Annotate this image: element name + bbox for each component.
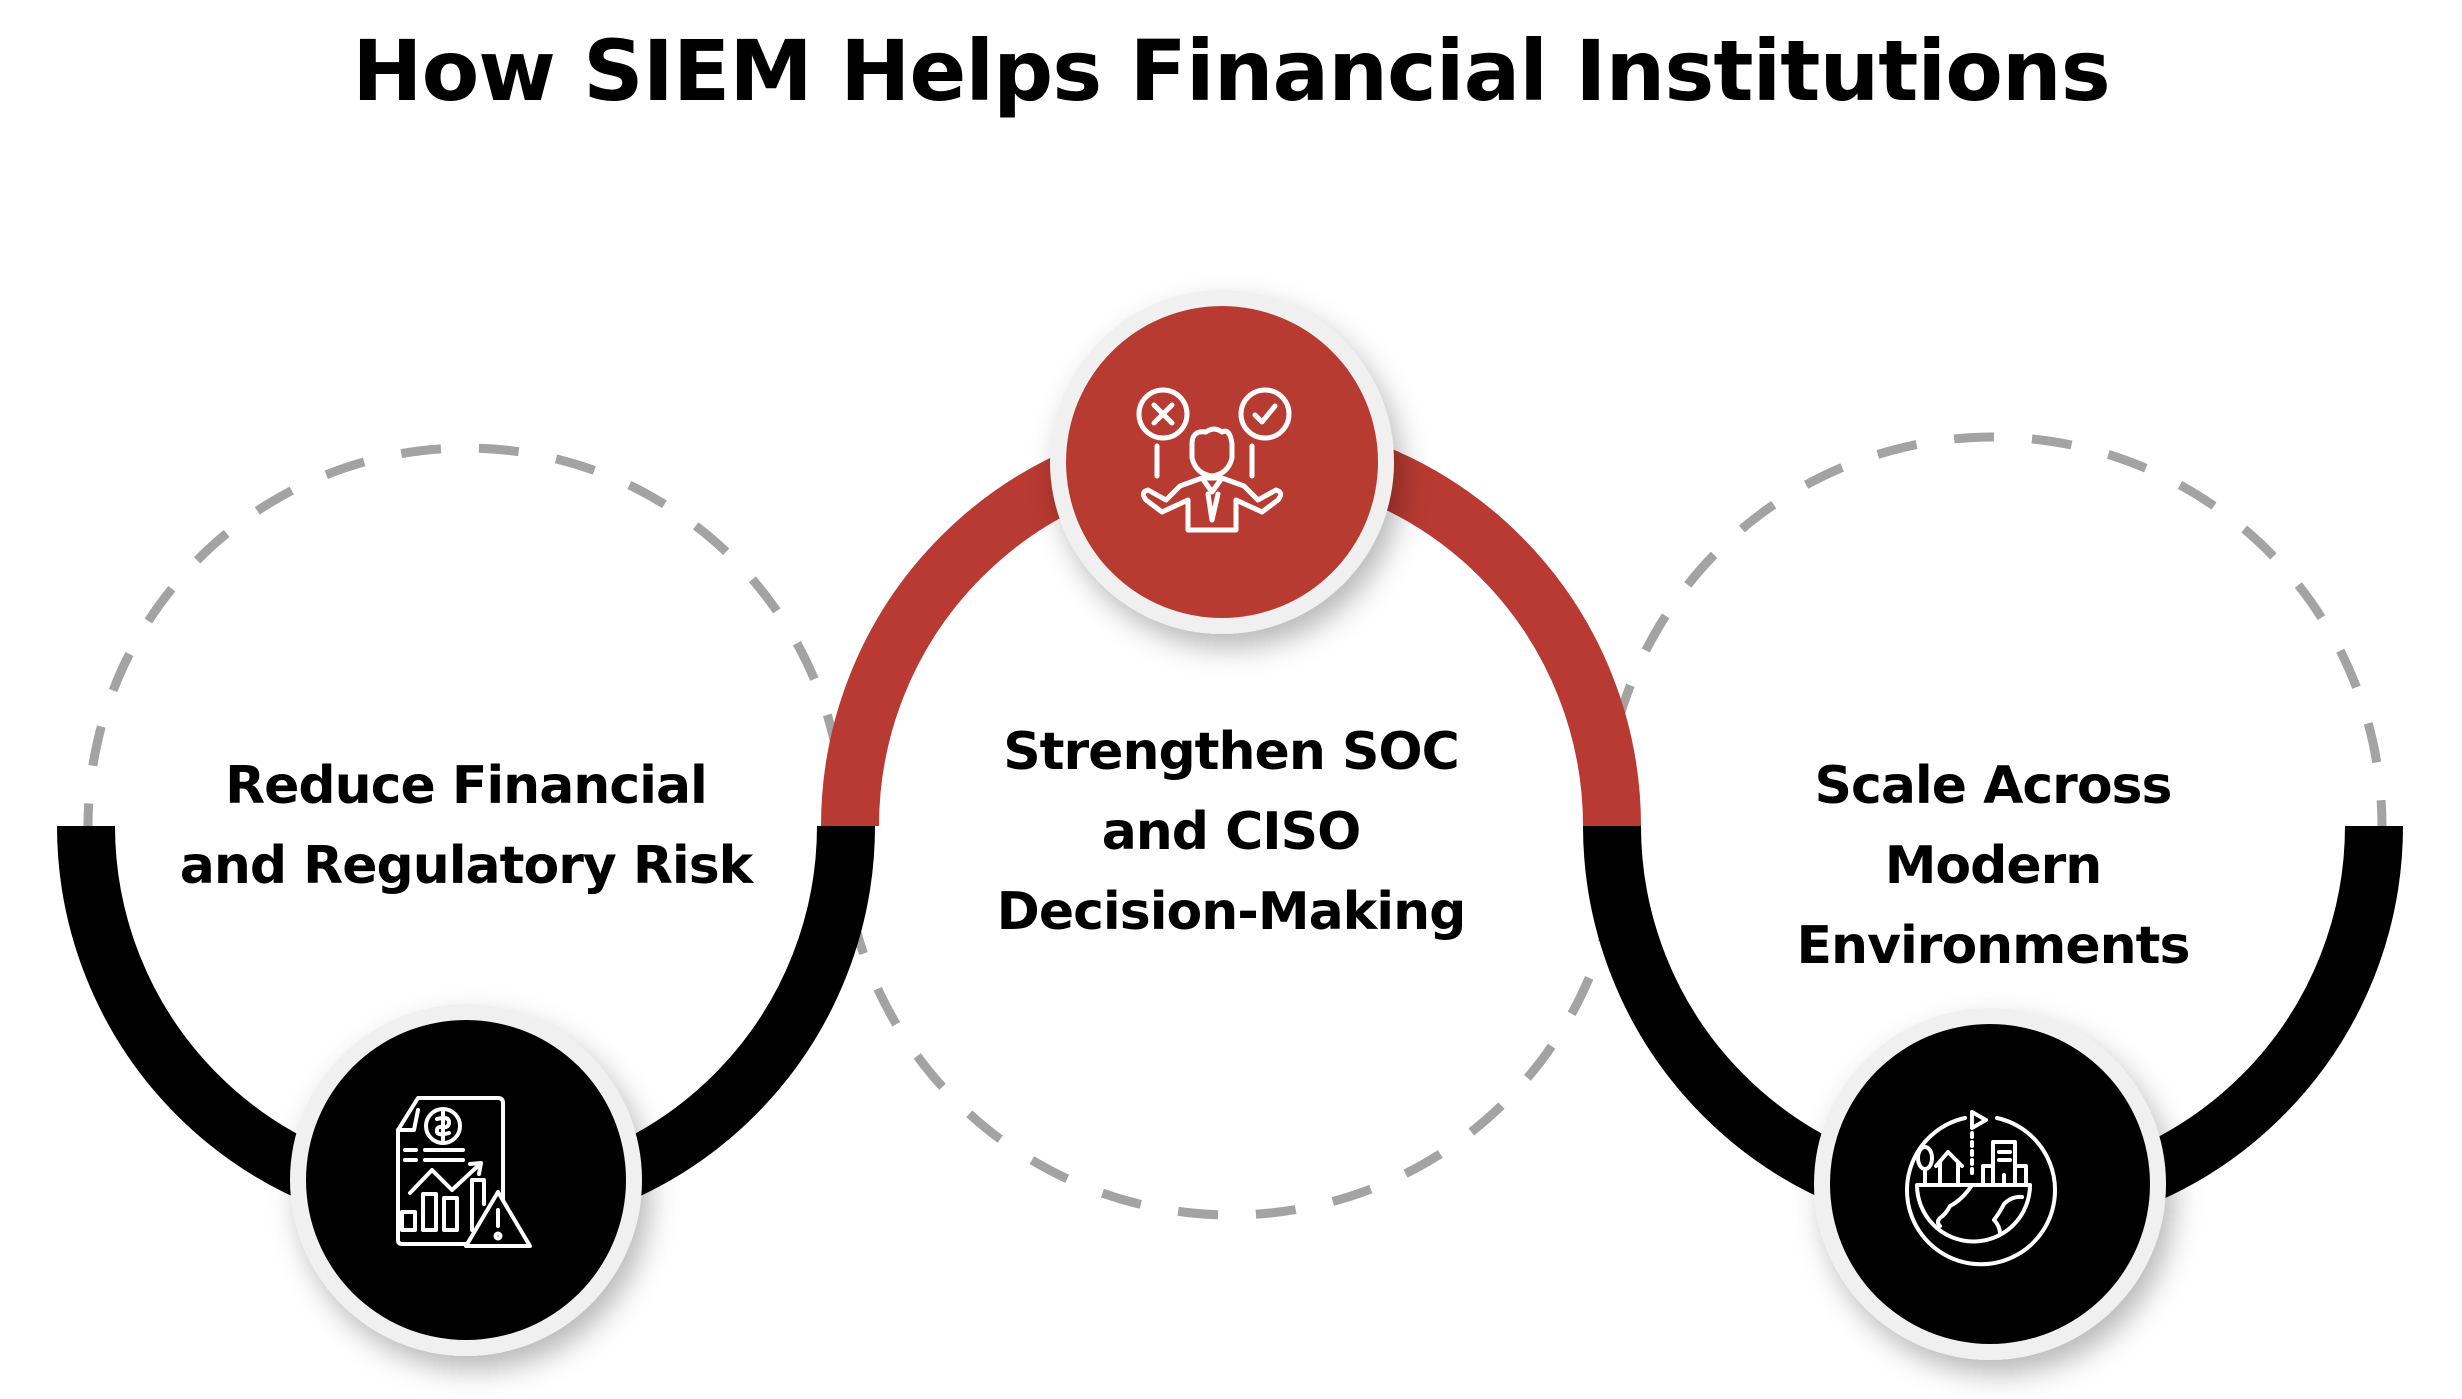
financial-report-warning-icon: $ [396,1096,532,1248]
page-title: How SIEM Helps Financial Institutions [352,22,2110,120]
step-label-line: Reduce Financial [225,756,708,816]
step-label-reduce-risk: Reduce Financial and Regulatory Risk [166,746,766,906]
step-label-line: Decision-Making [996,882,1467,942]
decision-maker-icon [1136,387,1292,533]
step-label-line: Modern Environments [1796,836,2191,976]
step-label-line: and Regulatory Risk [179,836,754,896]
icon-badge-center [1050,290,1394,634]
step-label-line: Scale Across [1814,756,2173,816]
global-environment-scale-icon [1905,1110,2057,1267]
step-label-line: Strengthen SOC [1003,722,1460,782]
icon-badge-left [290,1004,642,1356]
step-label-line: and CISO [1101,802,1362,862]
step-label-strengthen-soc: Strengthen SOC and CISO Decision-Making [931,712,1531,952]
step-label-scale-across: Scale Across Modern Environments [1693,746,2293,986]
